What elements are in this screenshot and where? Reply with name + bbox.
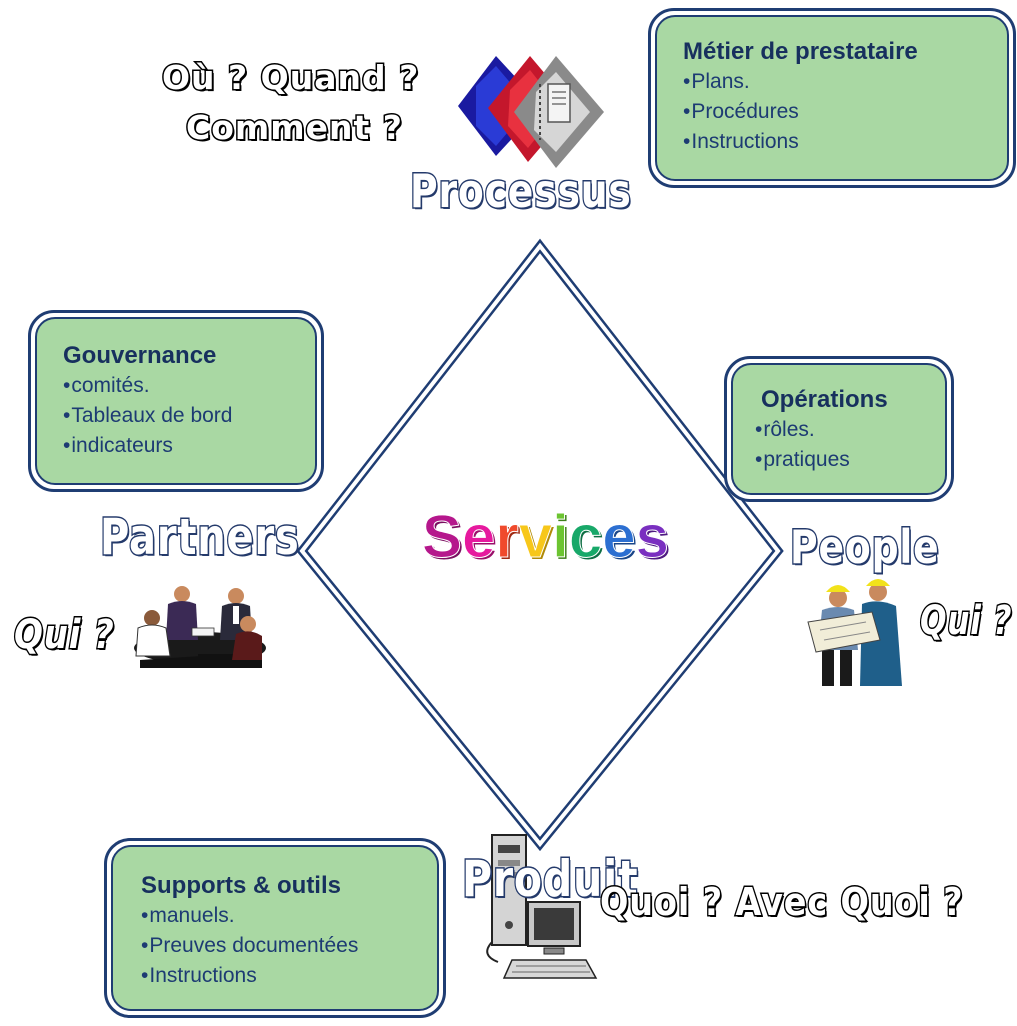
box-title: Métier de prestataire: [683, 38, 918, 65]
list-item: •comités.: [63, 374, 150, 397]
services-center-label: Services: [421, 502, 669, 571]
list-item: •pratiques: [755, 448, 850, 471]
services-letter: S: [421, 503, 463, 571]
services-letter: c: [568, 503, 603, 571]
services-letter: r: [495, 503, 519, 571]
list-item: •Plans.: [683, 70, 750, 93]
computer-icon: [486, 834, 598, 979]
box-title: Opérations: [761, 386, 888, 413]
services-letter: e: [602, 503, 636, 571]
list-item: •Instructions: [683, 130, 799, 153]
list-item: •Instructions: [141, 964, 257, 987]
processus-label: Processus: [409, 163, 632, 220]
services-letter: s: [635, 503, 669, 571]
box-items: •manuels. •Preuves documentées •Instruct…: [141, 901, 423, 991]
operations-box: Opérations •rôles. •pratiques: [724, 356, 954, 502]
meeting-people-icon: [134, 586, 266, 668]
list-item: •Procédures: [683, 100, 799, 123]
services-letter: e: [462, 503, 496, 571]
binders-icon: [458, 56, 604, 168]
metier-box: Métier de prestataire •Plans. •Procédure…: [648, 8, 1016, 188]
processus-question-line1: Où ? Quand ?: [160, 57, 420, 99]
people-label: People: [789, 519, 940, 576]
processus-question-line2: Comment ?: [185, 107, 404, 149]
produit-label: Produit: [461, 849, 639, 910]
list-item: •indicateurs: [63, 434, 173, 457]
box-items: •Plans. •Procédures •Instructions: [683, 67, 991, 157]
partners-question: Qui ?: [13, 611, 115, 660]
people-question: Qui ?: [919, 597, 1013, 646]
box-items: •comités. •Tableaux de bord •indicateurs: [63, 371, 301, 461]
box-title: Gouvernance: [63, 342, 217, 369]
list-item: •Tableaux de bord: [63, 404, 233, 427]
partners-label: Partners: [99, 507, 300, 568]
produit-question: Quoi ? Avec Quoi ?: [599, 879, 964, 926]
list-item: •manuels.: [141, 904, 235, 927]
box-title: Supports & outils: [141, 872, 341, 899]
workers-blueprint-icon: [807, 579, 902, 686]
list-item: •rôles.: [755, 418, 815, 441]
gouvernance-box: Gouvernance •comités. •Tableaux de bord …: [28, 310, 324, 492]
list-item: •Preuves documentées: [141, 934, 359, 957]
supports-box: Supports & outils •manuels. •Preuves doc…: [104, 838, 446, 1018]
box-items: •rôles. •pratiques: [755, 415, 933, 475]
services-letter: v: [518, 503, 553, 571]
services-letter: i: [552, 503, 570, 571]
